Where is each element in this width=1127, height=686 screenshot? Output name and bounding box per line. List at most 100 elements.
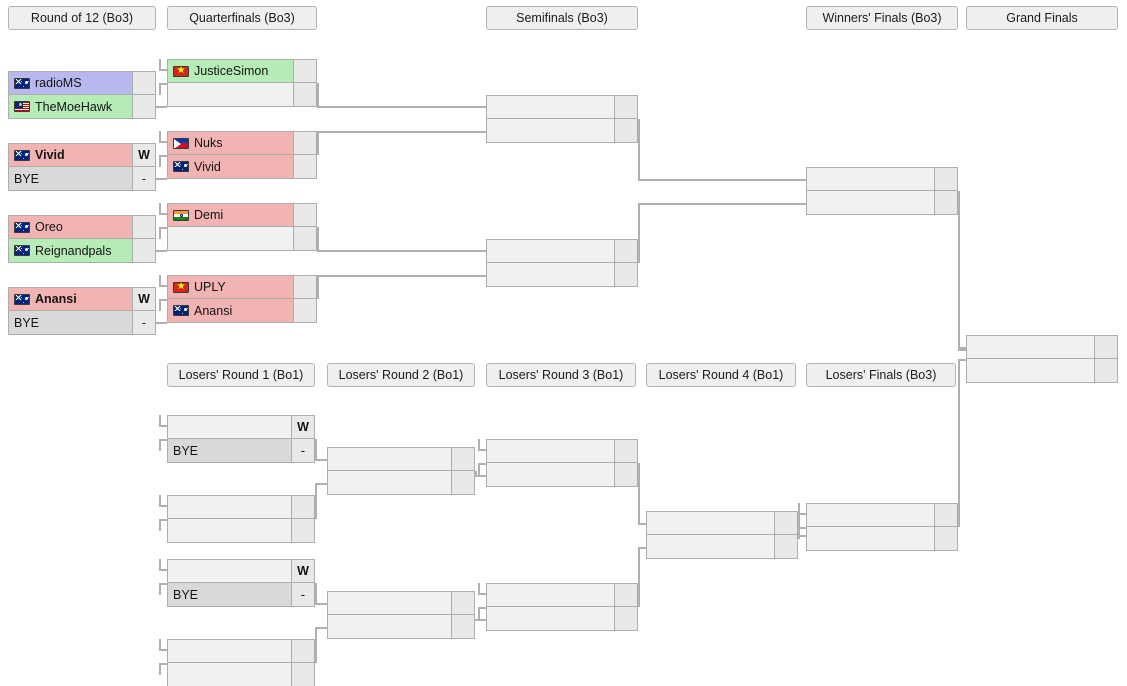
match-row[interactable] [167, 83, 317, 107]
match-row[interactable] [327, 447, 475, 471]
opponent-cell: BYE [168, 583, 292, 606]
match-row[interactable]: Nuks [167, 131, 317, 155]
match-row[interactable]: radioMS [8, 71, 156, 95]
opponent-name: BYE [173, 443, 199, 458]
match-lb-r1-m1[interactable]: W BYE - [167, 415, 315, 463]
match-lb-finals[interactable] [806, 503, 958, 551]
match-row[interactable] [646, 511, 798, 535]
opponent-cell: Demi [168, 204, 294, 226]
match-row[interactable] [966, 359, 1118, 383]
match-row[interactable]: BYE- [8, 311, 156, 335]
match-row[interactable]: Anansi [167, 299, 317, 323]
round-header-losers-round-4[interactable]: Losers' Round 4 (Bo1) [646, 363, 796, 387]
round-header-grand-finals[interactable]: Grand Finals [966, 6, 1118, 30]
opponent-cell [168, 83, 294, 106]
match-row[interactable]: JusticeSimon [167, 59, 317, 83]
bracket-connector [159, 639, 167, 651]
bracket-connector [315, 627, 327, 629]
match-lb-r4[interactable] [646, 511, 798, 559]
match-row[interactable] [486, 263, 638, 287]
bracket-connector [638, 463, 640, 525]
match-row[interactable]: Oreo [8, 215, 156, 239]
match-row[interactable] [167, 227, 317, 251]
score-cell [133, 95, 155, 118]
match-row[interactable]: BYE- [8, 167, 156, 191]
score-cell [935, 527, 957, 550]
score-cell [292, 519, 314, 542]
bracket-connector [638, 203, 806, 205]
bracket-connector [638, 203, 640, 263]
match-row[interactable] [327, 615, 475, 639]
match-ub-qf-m3[interactable]: Demi [167, 203, 317, 251]
bracket-connector [638, 119, 640, 181]
round-header-semifinals[interactable]: Semifinals (Bo3) [486, 6, 638, 30]
match-row[interactable] [486, 239, 638, 263]
match-row[interactable]: Vivid [167, 155, 317, 179]
match-lb-r2-m1[interactable] [327, 447, 475, 495]
match-ub-wf[interactable] [806, 167, 958, 215]
match-grand-finals-match[interactable] [966, 335, 1118, 383]
match-ub-qf-m1[interactable]: JusticeSimon [167, 59, 317, 107]
match-row[interactable] [806, 191, 958, 215]
match-row[interactable] [167, 639, 315, 663]
score-cell [292, 640, 314, 662]
match-row[interactable] [806, 527, 958, 551]
score-cell [294, 132, 316, 154]
match-row[interactable]: W [167, 415, 315, 439]
match-row[interactable] [167, 519, 315, 543]
round-header-round-of-12[interactable]: Round of 12 (Bo3) [8, 6, 156, 30]
match-lb-r1-m2[interactable] [167, 495, 315, 543]
match-row[interactable] [486, 439, 638, 463]
match-lb-r3-m1[interactable] [486, 439, 638, 487]
match-row[interactable] [167, 663, 315, 686]
match-ub-sf-m1[interactable] [486, 95, 638, 143]
score-cell [292, 663, 314, 686]
round-header-losers-round-1[interactable]: Losers' Round 1 (Bo1) [167, 363, 315, 387]
match-row[interactable] [486, 583, 638, 607]
match-row[interactable] [966, 335, 1118, 359]
match-ub-sf-m2[interactable] [486, 239, 638, 287]
match-lb-r3-m2[interactable] [486, 583, 638, 631]
match-row[interactable]: Reignandpals [8, 239, 156, 263]
match-row[interactable] [806, 167, 958, 191]
round-header-losers-round-2[interactable]: Losers' Round 2 (Bo1) [327, 363, 475, 387]
match-row[interactable]: Demi [167, 203, 317, 227]
round-header-losers-round-3[interactable]: Losers' Round 3 (Bo1) [486, 363, 636, 387]
match-row[interactable]: TheMoeHawk [8, 95, 156, 119]
opponent-cell [967, 359, 1095, 382]
score-cell [615, 440, 637, 462]
match-row[interactable]: BYE - [167, 439, 315, 463]
score-cell: - [292, 439, 314, 462]
match-row[interactable] [806, 503, 958, 527]
match-row[interactable] [486, 119, 638, 143]
bracket-connector [478, 439, 486, 451]
match-row[interactable] [327, 591, 475, 615]
match-row[interactable]: BYE- [167, 583, 315, 607]
bracket-connector [798, 527, 806, 539]
match-lb-r2-m2[interactable] [327, 591, 475, 639]
match-lb-r1-m4[interactable] [167, 639, 315, 686]
round-header-winners-finals[interactable]: Winners' Finals (Bo3) [806, 6, 958, 30]
score-cell [615, 584, 637, 606]
match-row[interactable]: UPLY [167, 275, 317, 299]
opponent-cell [487, 584, 615, 606]
match-row[interactable] [167, 495, 315, 519]
match-row[interactable] [486, 463, 638, 487]
match-row[interactable] [486, 607, 638, 631]
bracket-connector [478, 583, 486, 595]
match-row[interactable] [327, 471, 475, 495]
round-header-losers-finals[interactable]: Losers' Finals (Bo3) [806, 363, 956, 387]
match-row[interactable] [486, 95, 638, 119]
match-row[interactable] [646, 535, 798, 559]
match-row[interactable]: W [167, 559, 315, 583]
round-header-quarterfinals[interactable]: Quarterfinals (Bo3) [167, 6, 317, 30]
